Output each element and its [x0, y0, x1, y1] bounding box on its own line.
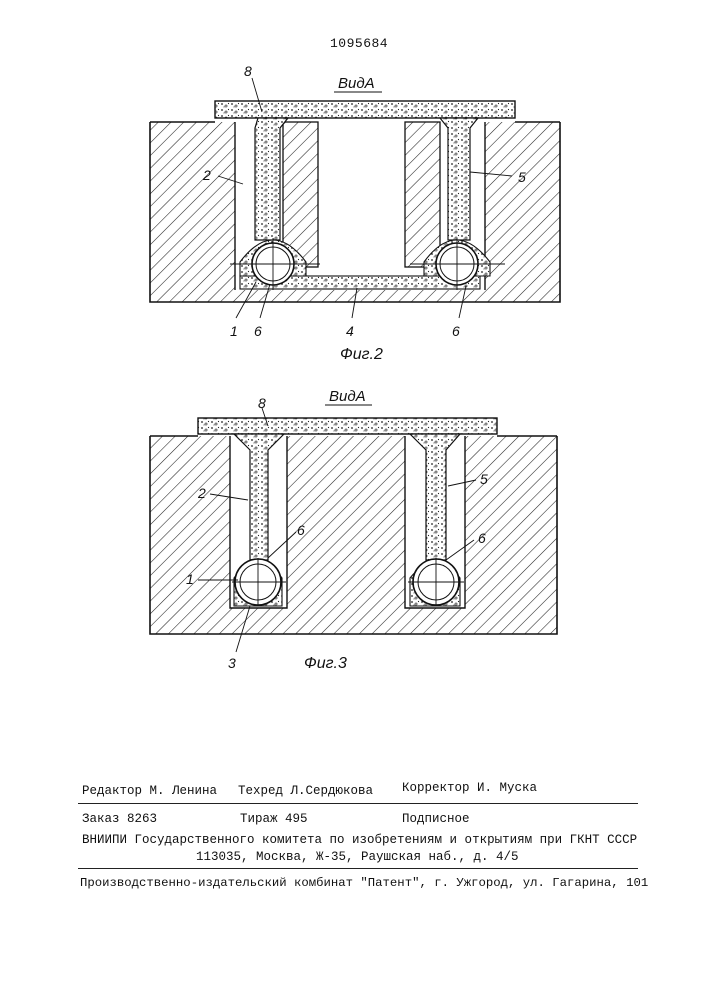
- fig2-soil-left: [150, 122, 235, 302]
- imprint-printer: Производственно-издательский комбинат "П…: [80, 876, 648, 890]
- fig2-view-label: ВидА: [338, 75, 375, 92]
- fig2-soil-bottom: [235, 290, 485, 302]
- fig3-caption: Фиг.3: [304, 655, 347, 672]
- imprint-techred: Техред Л.Сердюкова: [238, 784, 373, 798]
- imprint-corrector: Корректор И. Муска: [402, 781, 537, 795]
- fig3-view-label: ВидА: [329, 388, 366, 405]
- fig3-drawing: ВидА 8 2 6 5 6 1 3 Фиг.3: [150, 388, 557, 672]
- fig2-drawing: ВидА 8 2 5 1 6 4 6 Фиг.2: [150, 63, 560, 363]
- imprint-subscription: Подписное: [402, 812, 470, 826]
- imprint-institute: ВНИИПИ Государственного комитета по изоб…: [82, 833, 637, 847]
- fig2-label-8: 8: [244, 63, 252, 79]
- imprint-order: Заказ 8263: [82, 812, 157, 826]
- fig3-label-6-left: 6: [297, 522, 305, 538]
- fig3-slab: [198, 418, 497, 434]
- fig2-label-2: 2: [202, 167, 211, 183]
- fig2-soil-mid-right: [405, 122, 440, 267]
- fig3-soil-left: [150, 436, 230, 634]
- fig2-label-1: 1: [230, 323, 238, 339]
- imprint-editor: Редактор М. Ленина: [82, 784, 217, 798]
- fig2-caption: Фиг.2: [340, 346, 383, 363]
- imprint-rule-top: [78, 803, 638, 804]
- fig2-slab: [215, 101, 515, 118]
- fig2-label-5: 5: [518, 169, 526, 185]
- imprint-circulation: Тираж 495: [240, 812, 308, 826]
- fig3-label-5: 5: [480, 471, 488, 487]
- fig3-label-1: 1: [186, 571, 194, 587]
- fig2-label-6-left: 6: [254, 323, 262, 339]
- fig3-label-8: 8: [258, 395, 266, 411]
- fig2-label-6-right: 6: [452, 323, 460, 339]
- fig3-label-6-right: 6: [478, 530, 486, 546]
- fig3-label-2: 2: [197, 485, 206, 501]
- fig2-soil-right: [485, 122, 560, 302]
- imprint-address: 113035, Москва, Ж-35, Раушская наб., д. …: [196, 850, 519, 864]
- fig2-label-4: 4: [346, 323, 354, 339]
- imprint-rule-bottom: [78, 868, 638, 869]
- fig3-label-3: 3: [228, 655, 236, 671]
